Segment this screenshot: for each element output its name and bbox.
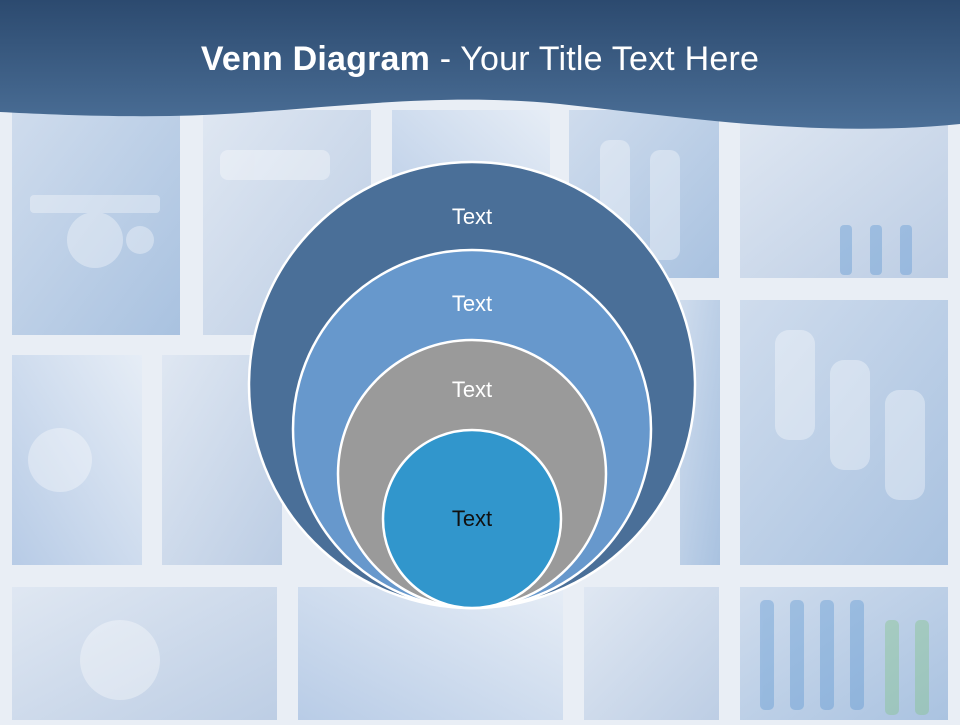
- collage-tile: [740, 587, 948, 725]
- slide-title-rest: - Your Title Text Here: [430, 40, 760, 78]
- collage-tile: [740, 300, 948, 565]
- collage-tile: [12, 110, 180, 335]
- header-band: [0, 0, 960, 129]
- circle-second-label: Text: [452, 291, 492, 316]
- collage-tile: [12, 587, 277, 725]
- circle-inner[interactable]: [381, 428, 563, 610]
- slide-title-bold: Venn Diagram: [200, 40, 431, 78]
- collage-tile: [740, 110, 948, 278]
- circle-outer-label: Text: [452, 204, 492, 229]
- collage-tile: [12, 355, 142, 565]
- nested-circles-diagram: [247, 160, 697, 610]
- circle-inner-label: Text: [452, 506, 492, 531]
- circle-third-label: Text: [452, 377, 492, 402]
- collage-tile: [298, 587, 563, 725]
- collage-tile: [584, 587, 719, 725]
- slide-title[interactable]: Venn Diagram - Your Title Text Here: [0, 40, 960, 79]
